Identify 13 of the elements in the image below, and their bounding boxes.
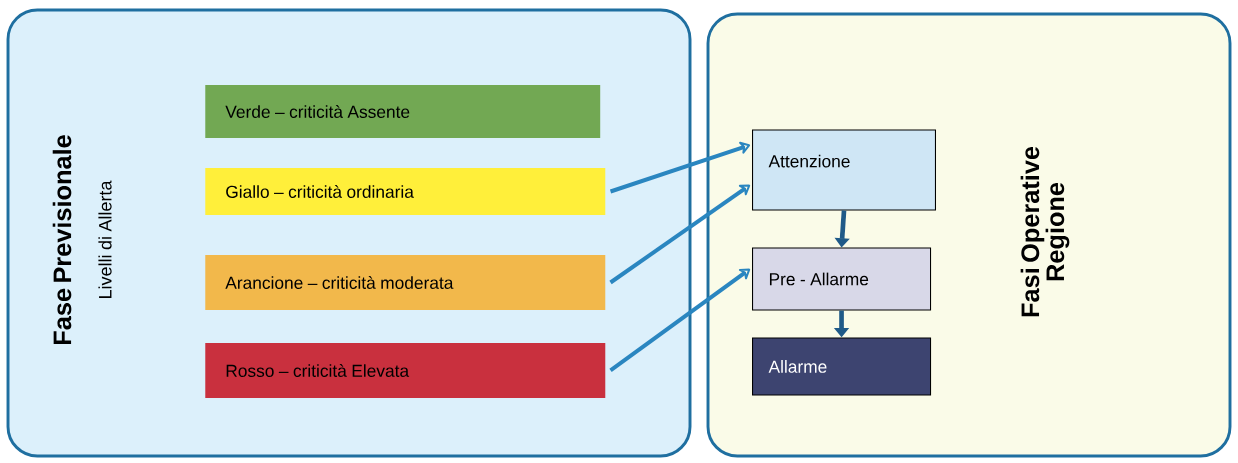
panel-heading: Fasi Operative Regione: [1020, 146, 1070, 317]
phase-box: Attenzione: [752, 129, 936, 211]
arrow: [609, 268, 751, 373]
arrow: [609, 141, 751, 194]
panel-heading: Livelli di Allerta: [98, 180, 112, 298]
alert-level-bar: Verde – criticità Assente: [205, 84, 601, 139]
phase-box: Pre - Allarme: [752, 247, 932, 311]
phase-box: Allarme: [752, 337, 932, 396]
panel-heading: Fase Previsionale: [52, 135, 72, 344]
alert-level-bar: Giallo – criticità ordinaria: [205, 168, 606, 215]
arrow: [609, 184, 751, 285]
alert-level-bar: Rosso – criticità Elevata: [205, 343, 606, 398]
alert-level-bar: Arancione – criticità moderata: [205, 255, 606, 310]
